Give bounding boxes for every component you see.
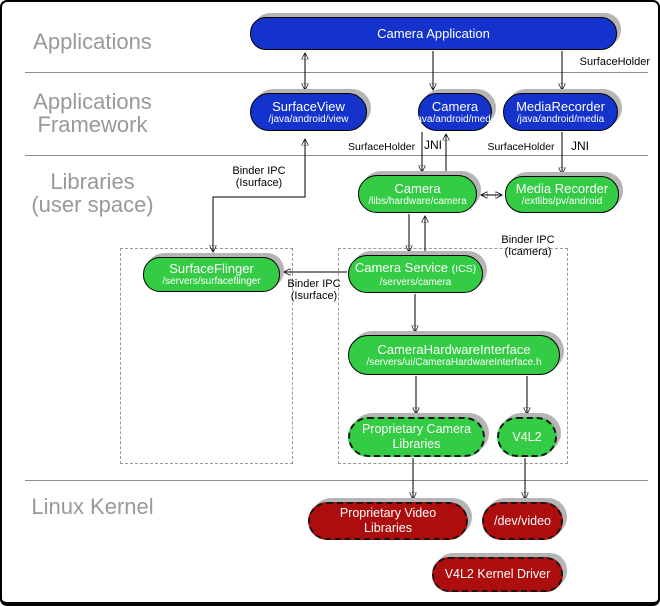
divider-libraries-kernel [25,480,648,481]
label-binder-ipc-isurface-upper: Binder IPC (Isurface) [226,165,292,189]
node-camera-service: Camera Service (ICS) /servers/camera [348,255,483,293]
node-title: Media Recorder [515,181,609,196]
node-lib-mediarecorder: Media Recorder /extlibs/pv/android [505,176,619,213]
node-path: /servers/ui/CameraHardwareInterface.h [366,356,542,368]
node-title: /dev/video [494,513,551,528]
label-surfaceholder-camera: SurfaceHolder [348,141,416,153]
label-line: Binder IPC [501,234,555,246]
node-path: /extlibs/pv/android [521,196,603,207]
label-surfaceholder-mediarecorder: SurfaceHolder [487,141,555,153]
node-title: V4L2 [512,429,542,444]
layer-label-text: (user space) [31,192,154,217]
node-dev-video: /dev/video [482,502,563,540]
node-title: Camera Service (ICS) [355,260,476,277]
layer-label-text: Applications [33,29,152,54]
node-title: Camera [431,98,479,114]
node-title: CameraHardwareInterface [377,341,531,357]
dashed-group-icamera [338,248,568,464]
node-title: Proprietary Video Libraries [339,506,437,535]
node-path: /java/android/view [268,113,349,125]
node-title: SurfaceFlinger [169,261,254,276]
label-line: (Isurface) [235,177,283,189]
label-binder-ipc-icamera: Binder IPC (Icamera) [492,234,564,258]
node-v4l2-kernel-driver: V4L2 Kernel Driver [432,557,563,592]
node-framework-camera: Camera /java/android/media [411,93,499,131]
node-path: /java/android/media [411,113,499,125]
node-path: /servers/camera [379,276,452,288]
node-title-suffix: (ICS) [451,262,477,275]
node-title: V4L2 Kernel Driver [444,567,551,581]
layer-label-text: Linux Kernel [31,494,154,519]
label-jni-camera: JNI [424,138,442,152]
node-camera-application: Camera Application [250,17,617,50]
node-v4l2: V4L2 [497,417,557,457]
label-surfaceholder-top: SurfaceHolder [579,56,650,68]
node-lib-camera: Camera /libs/hardware/camera [358,175,477,213]
node-title: Camera Application [377,26,490,41]
node-surfaceflinger: SurfaceFlinger /servers/surfaceflinger [143,257,280,292]
node-title: Proprietary Camera Libraries [361,422,472,451]
node-surfaceview: SurfaceView /java/android/view [250,93,367,131]
node-path: /servers/surfaceflinger [162,276,261,287]
label-line: Binder IPC [287,278,341,290]
layer-label-libraries: Libraries (user space) [20,170,165,216]
dashed-group-surfaceflinger [120,248,293,464]
layer-label-applications-framework: Applications Framework [20,90,165,136]
arrow-surfaceflinger-surfaceview [213,140,305,251]
divider-framework-libraries [25,155,648,156]
label-jni-mediarecorder: JNI [571,139,589,153]
label-line: (Isurface) [290,290,338,302]
label-line: (Icamera) [504,246,552,258]
node-framework-mediarecorder: MediaRecorder /java/android/media [503,93,618,131]
node-camera-hardware-interface: CameraHardwareInterface /servers/ui/Came… [348,335,560,375]
node-proprietary-video-libraries: Proprietary Video Libraries [308,502,468,540]
divider-applications-framework [25,72,648,73]
node-title: MediaRecorder [516,98,605,114]
layer-label-text: Applications [33,89,152,114]
node-title: Camera [394,180,441,196]
layer-label-text: Libraries [50,169,135,194]
node-title: SurfaceView [272,98,345,114]
layer-label-applications: Applications [20,30,165,53]
node-title-main: Camera Service [354,259,449,275]
node-path: /java/android/media [516,113,605,125]
node-proprietary-camera-libraries: Proprietary Camera Libraries [348,417,485,457]
layer-label-linux-kernel: Linux Kernel [20,495,165,518]
layer-label-text: Framework [37,112,148,137]
label-line: Binder IPC [232,165,286,177]
label-binder-ipc-isurface-lower: Binder IPC (Isurface) [283,278,345,302]
node-path: /libs/hardware/camera [368,195,467,207]
